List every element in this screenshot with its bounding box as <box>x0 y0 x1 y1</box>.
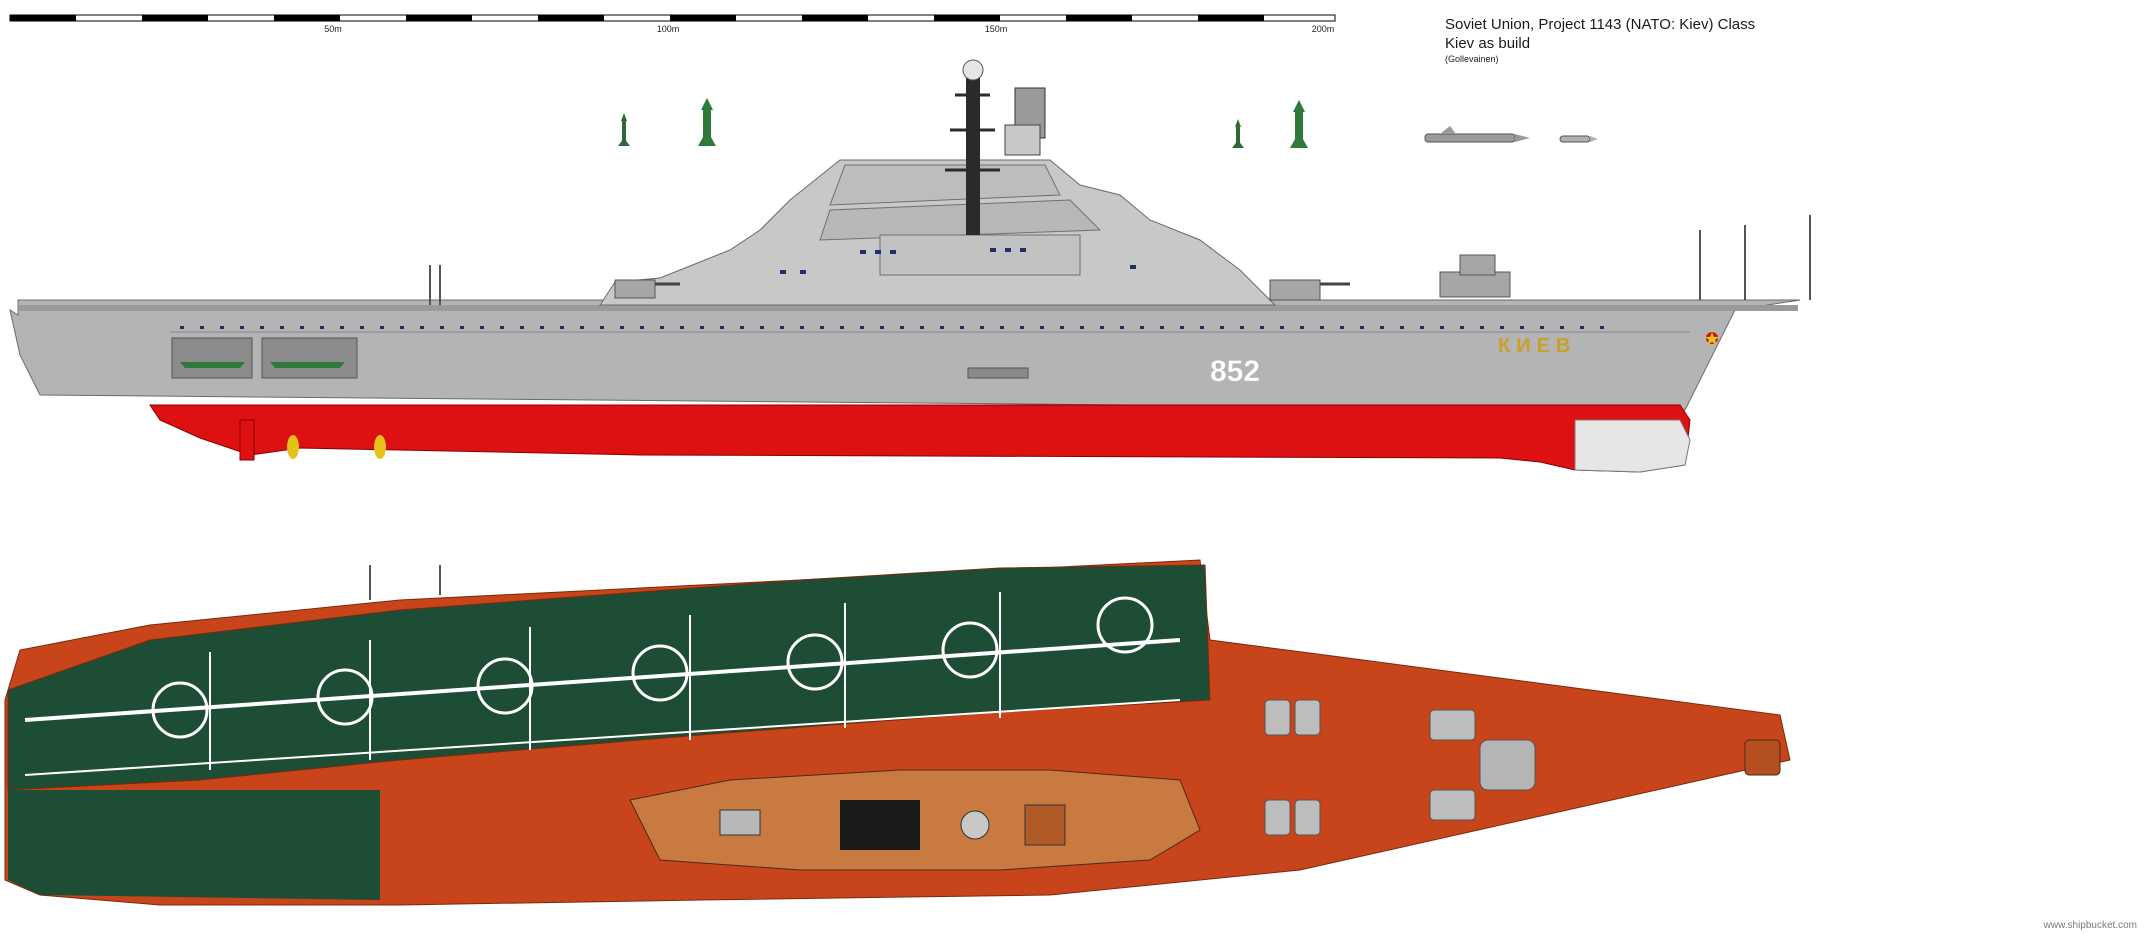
torpedo-icon <box>1559 135 1598 143</box>
missile-insets <box>618 98 1598 148</box>
scale-label-50m: 50m <box>324 24 342 34</box>
ssm-missile-icon <box>1290 100 1308 148</box>
ssm-missile-icon <box>698 98 716 146</box>
drawing-title: Soviet Union, Project 1143 (NATO: Kiev) … <box>1445 16 1756 33</box>
porthole-row <box>180 326 1604 329</box>
scale-label-100m: 100m <box>656 24 680 34</box>
credit: www.shipbucket.com <box>2043 920 2137 931</box>
sam-missile-icon <box>1232 119 1244 148</box>
scale-label-150m: 150m <box>984 24 1008 34</box>
bow-emblem <box>1705 332 1719 345</box>
drawing-author: (Gollevainen) <box>1445 54 1499 64</box>
scale-label-200m: 200m <box>1311 24 1335 34</box>
hull-number: 852 <box>1210 355 1260 388</box>
drawing-subtitle: Kiev as build <box>1445 35 1531 52</box>
ship-name-plate: КИЕВ <box>1498 335 1576 357</box>
scale-bar <box>9 14 1336 22</box>
plan-view <box>4 559 1791 906</box>
cruise-missile-icon <box>1424 126 1530 143</box>
side-view: 852 КИЕВ <box>9 59 1811 473</box>
sam-missile-icon <box>618 113 630 146</box>
main-mast <box>945 59 1046 235</box>
